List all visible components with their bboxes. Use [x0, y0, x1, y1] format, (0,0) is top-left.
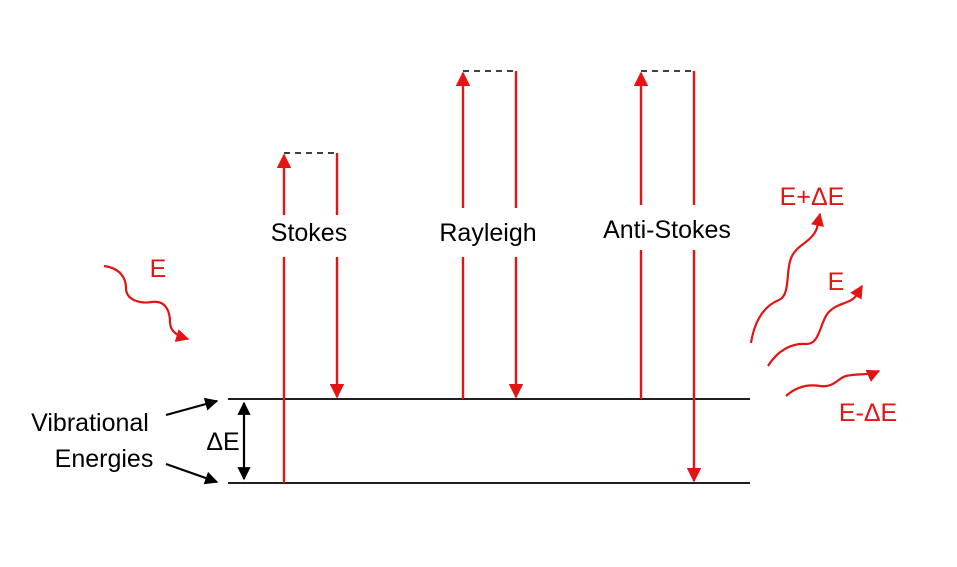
rayleigh-photon-wave	[767, 284, 863, 367]
out-plus-label: E+ΔE	[780, 183, 845, 211]
delta-e-label: ΔE	[206, 428, 239, 456]
pointer-to-upper-level	[165, 397, 219, 417]
incident-energy-label: E	[150, 255, 167, 283]
vibrational-label-line2: Energies	[55, 445, 154, 473]
vibrational-label-line1: Vibrational	[31, 409, 149, 437]
stokes-label: Stokes	[271, 219, 347, 247]
out-same-label: E	[828, 268, 845, 296]
antistokes-label: Anti-Stokes	[603, 216, 731, 244]
incident-photon-wave	[103, 264, 190, 342]
anti-stokes-photon-wave	[749, 212, 824, 344]
stokes-photon-wave	[785, 369, 881, 397]
rayleigh-label: Rayleigh	[439, 219, 536, 247]
out-minus-label: E-ΔE	[839, 399, 897, 427]
pointer-to-lower-level	[165, 462, 219, 485]
